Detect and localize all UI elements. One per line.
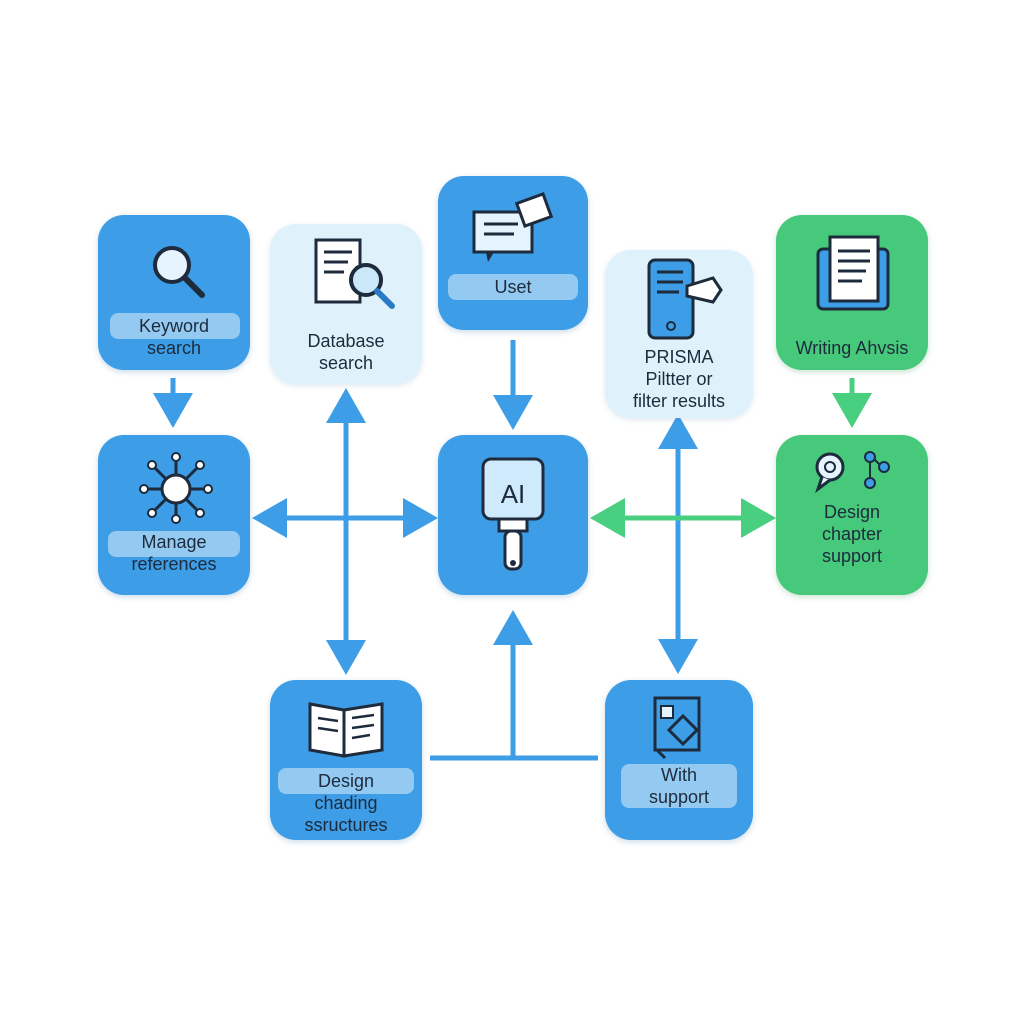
node-prisma: PRISMA Piltter or filter results: [605, 250, 753, 418]
node-writing: Writing Ahvsis: [776, 215, 928, 370]
node-with-support: With support: [605, 680, 753, 840]
tablet-document-icon: [816, 235, 890, 311]
chat-molecule-icon: [815, 451, 890, 494]
ai-label: AI: [500, 479, 526, 509]
node-design-structures: Design chading ssructures: [270, 680, 422, 840]
label-pill: [278, 768, 414, 794]
node-label: Design chapter support: [821, 502, 883, 566]
document-search-icon: [314, 238, 395, 309]
open-book-icon: [308, 702, 384, 758]
magnifier-icon: [153, 246, 205, 298]
node-database-search: Database search: [270, 224, 422, 384]
node-label: Manage references: [131, 532, 217, 574]
node-label: Writing Ahvsis: [795, 338, 909, 358]
node-label: Design chading ssructures: [304, 771, 388, 835]
label-pill: [621, 764, 737, 808]
label-pill: [110, 313, 240, 339]
ai-brush-icon: [481, 457, 545, 571]
node-label: Database search: [307, 331, 385, 373]
node-label: Uset: [494, 277, 532, 297]
label-pill: [448, 274, 578, 300]
network-icon: [139, 452, 213, 524]
node-keyword-search: Keyword search: [98, 215, 250, 370]
node-label: With support: [648, 765, 710, 807]
node-label: PRISMA Piltter or filter results: [632, 347, 726, 411]
label-pill: [108, 531, 240, 557]
node-uset: Uset: [438, 176, 588, 330]
node-label: Keyword search: [138, 316, 210, 358]
node-manage-references: Manage references: [98, 435, 250, 595]
node-design-chapter: Design chapter support: [776, 435, 928, 595]
node-ai: AI: [438, 435, 588, 595]
document-graph-icon: [653, 696, 701, 760]
message-edit-icon: [472, 192, 554, 262]
tablet-filter-icon: [647, 258, 723, 340]
